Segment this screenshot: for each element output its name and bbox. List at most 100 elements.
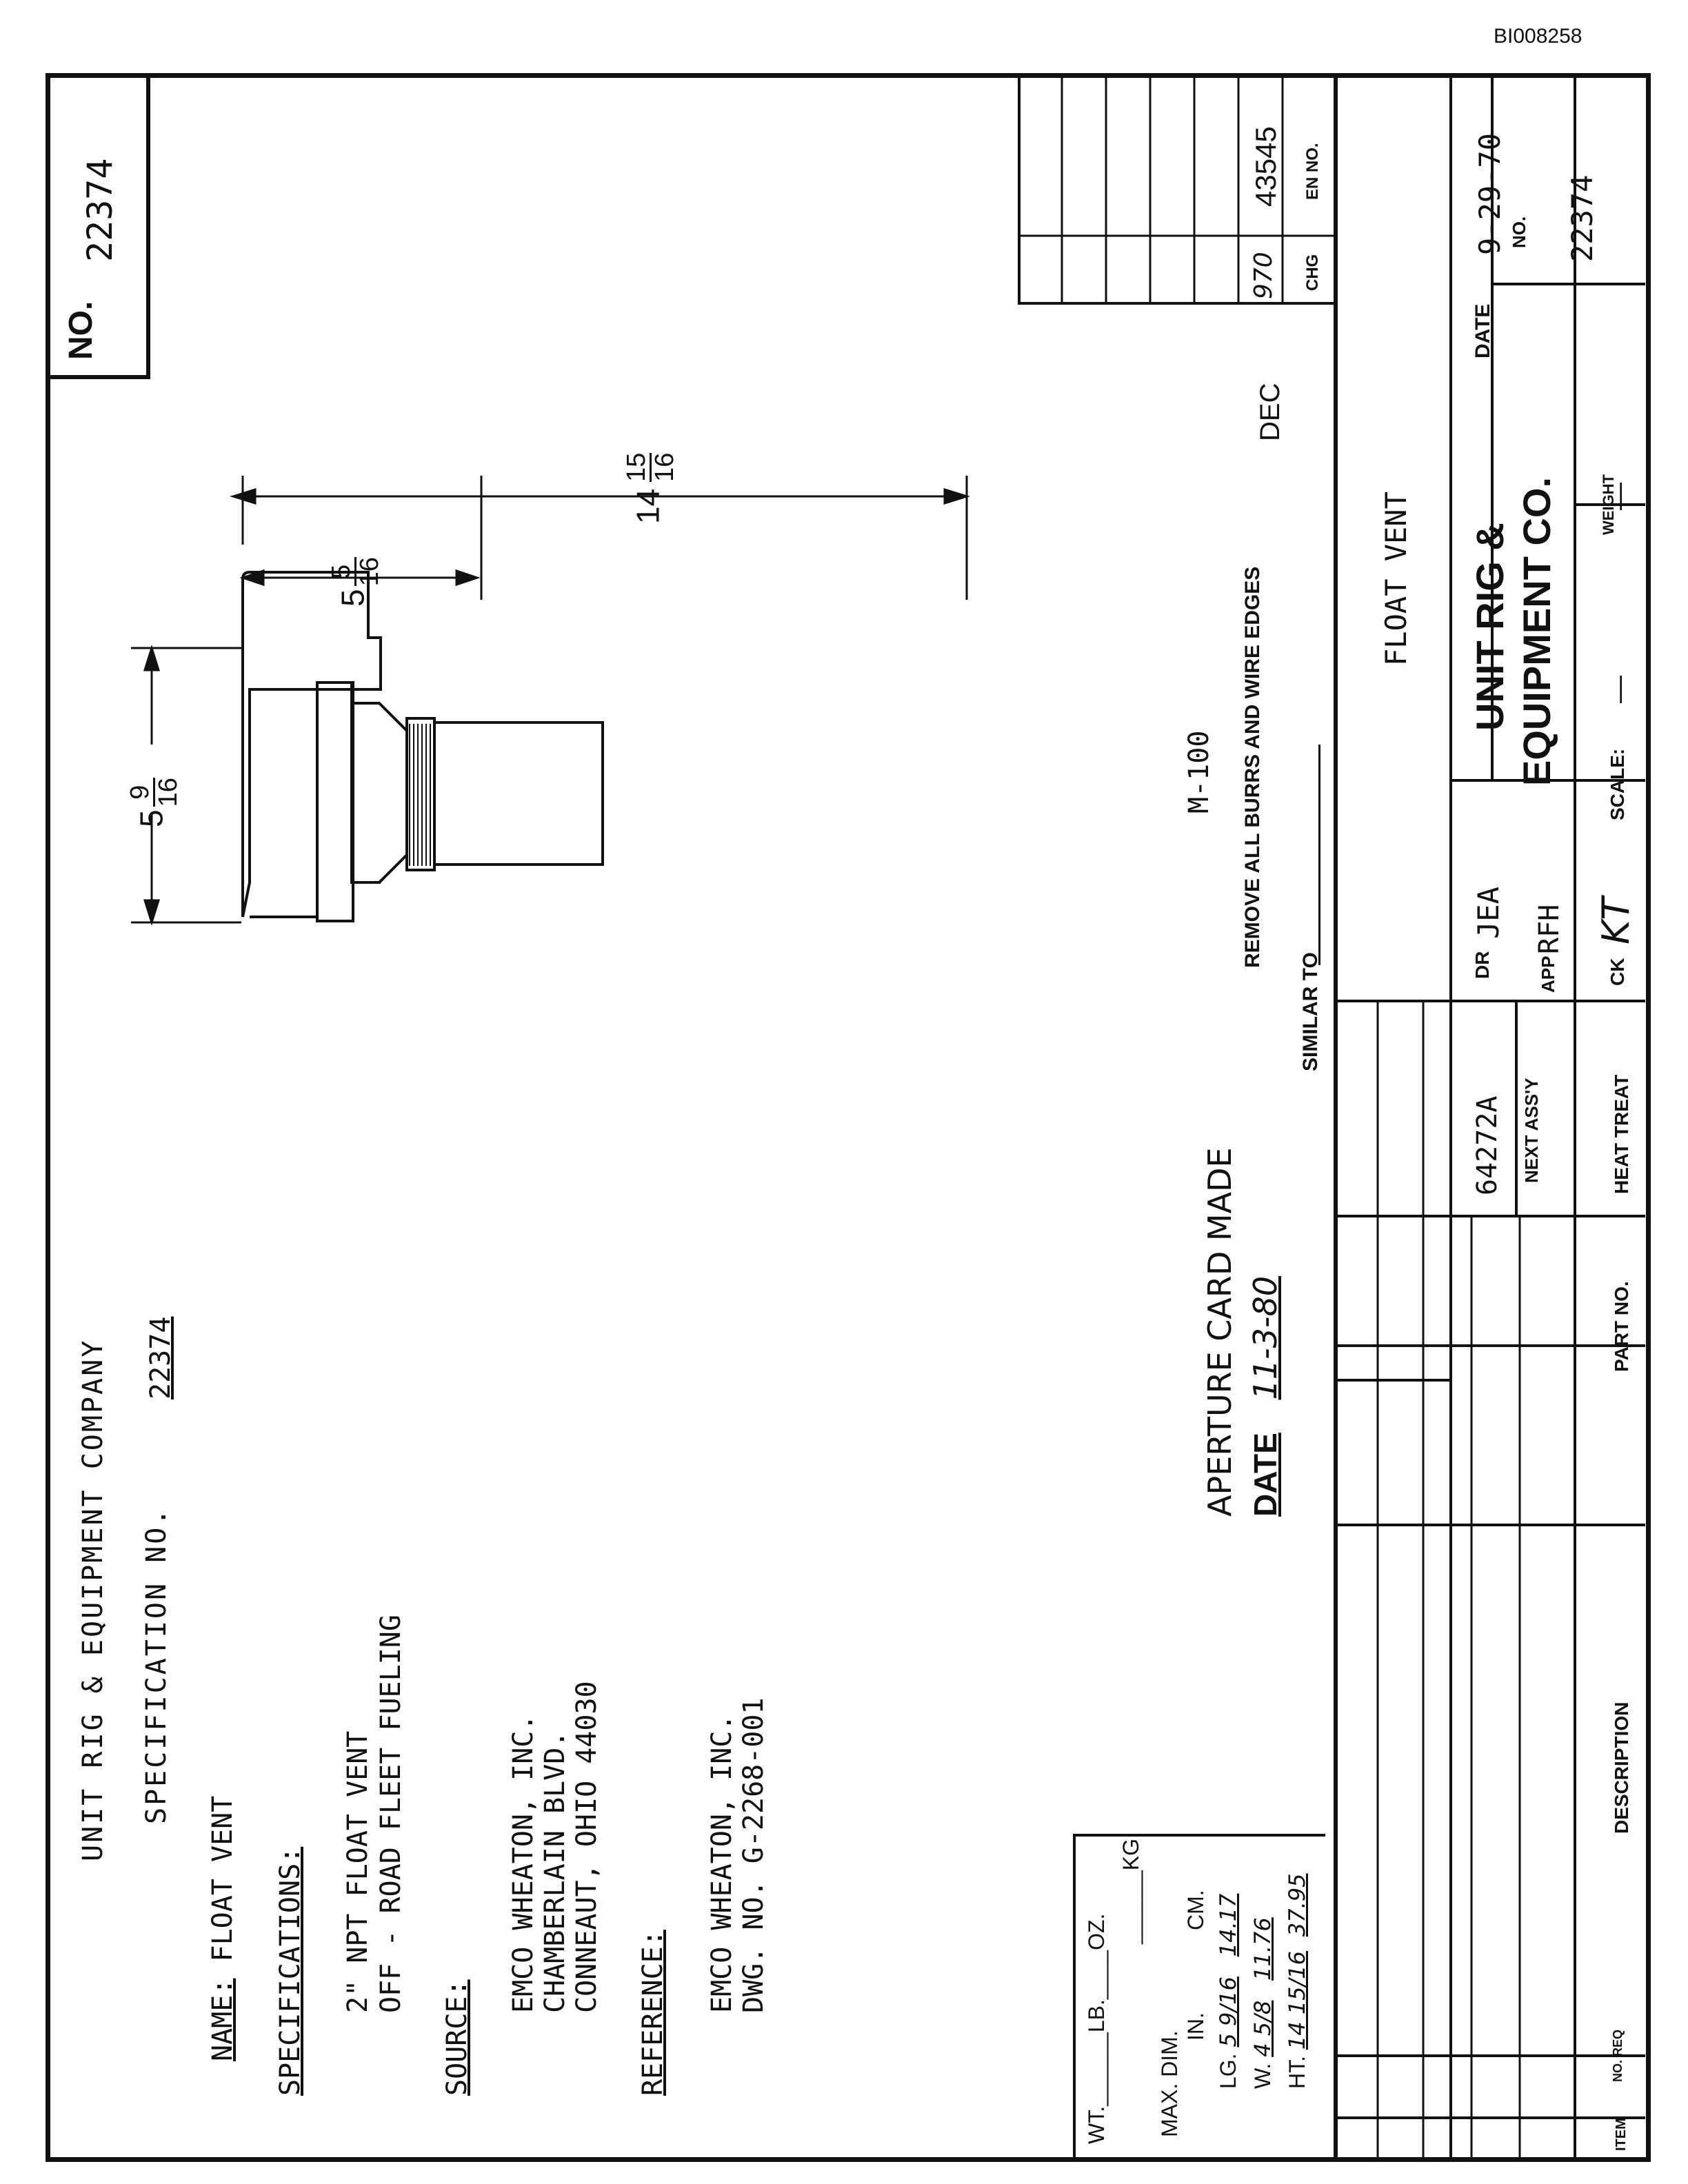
revision-en-label: EN NO. (1303, 143, 1322, 200)
dimension-lines (229, 476, 971, 600)
dim-row-label: LG. (1216, 2053, 1240, 2089)
company-name: UNIT RIG & EQUIPMENT COMPANY (77, 1338, 109, 1861)
app-label: APP (1538, 956, 1558, 993)
similar-to-line (1318, 745, 1320, 965)
reference-label: REFERENCE: (637, 1930, 669, 2096)
spec-line-2: OFF - ROAD FLEET FUELING (375, 1615, 407, 2013)
dim-head-num: 5 (327, 564, 356, 579)
title-block-company-2: EQUIPMENT CO. (1515, 476, 1558, 786)
drawing-frame (46, 73, 1651, 2162)
description-label: DESCRIPTION (1611, 1701, 1632, 1834)
revision-grid (1018, 77, 1336, 305)
dim-row-label: W. (1250, 2063, 1275, 2089)
similar-to-label: SIMILAR TO (1299, 952, 1322, 1071)
revision-chg: 970 (1249, 252, 1278, 299)
in-label: IN. (1183, 2012, 1208, 2041)
spec-line-1: 2" NPT FLOAT VENT (342, 1730, 374, 2013)
aperture-date-label: DATE (1247, 1433, 1283, 1517)
next-assy-label: NEXT ASS'Y (1521, 1078, 1542, 1183)
aperture-date-value: 11-3-80 (1247, 1275, 1284, 1400)
title-date-value: 9-29-70 (1473, 132, 1507, 255)
dim-row-w: W. 4 5/8 11.76 (1249, 1917, 1276, 2089)
spec-label: SPECIFICATION NO. (141, 1506, 172, 1824)
title-block-company-1: UNIT RIG & (1468, 523, 1511, 731)
spec-number: 22374 (145, 1316, 177, 1399)
name-field: NAME: FLOAT VENT (207, 1796, 239, 2061)
title-no-value: 22374 (1565, 174, 1599, 262)
burrs-note: REMOVE ALL BURRS AND WIRE EDGES (1241, 566, 1264, 968)
title-no-label: NO. (1509, 216, 1529, 248)
dim-row-cm: 14.17 (1215, 1893, 1241, 1957)
heat-treat-label: HEAT TREAT (1611, 1074, 1632, 1194)
dim-row-in: 5 9/16 (1215, 1976, 1241, 2048)
flange (316, 681, 354, 922)
name-label: NAME: (207, 1978, 239, 2061)
dim-height-whole: 5 (133, 809, 170, 827)
dim-row-in: 14 15/16 (1284, 1951, 1310, 2050)
dim-row-lg: LG. 5 9/16 14.17 (1215, 1894, 1241, 2089)
height-dimension (131, 644, 241, 927)
dim-row-label: HT. (1285, 2056, 1309, 2089)
revision-block (1018, 77, 1336, 305)
part-drawing (241, 571, 604, 922)
revision-en: 43545 (1249, 126, 1282, 207)
scale-value: — (1604, 676, 1634, 703)
revision-chg-label: CHG (1303, 254, 1322, 291)
number-box (48, 76, 150, 379)
aperture-stamp: APERTURE CARD MADE (1201, 1147, 1238, 1517)
kg-label: KG. (1118, 1832, 1143, 1871)
title-date-label: DATE (1471, 303, 1494, 358)
ck-value: KT (1594, 897, 1638, 944)
number-box-value: 22374 (80, 158, 120, 262)
app-value: RFH (1534, 904, 1565, 954)
stem (433, 721, 604, 866)
title-block-title: FLOAT VENT (1379, 492, 1413, 666)
dim-height-num: 9 (125, 785, 154, 800)
part-no-label: PART NO. (1611, 1281, 1632, 1372)
dec-note: DEC (1255, 383, 1285, 441)
title-block-grid (1334, 77, 1645, 2158)
title-block (1334, 77, 1645, 2158)
dim-head-den: 16 (354, 557, 384, 587)
dim-length-whole: 14 (630, 488, 666, 524)
kg-line: ______KG. (1118, 1832, 1143, 1944)
lb-label: LB. (1084, 1999, 1109, 2033)
source-label: SOURCE: (441, 1979, 473, 2096)
source-line-3: CONNEAUT, OHIO 44030 (571, 1681, 603, 2013)
dr-value: JEA (1471, 887, 1505, 939)
dim-length-num: 15 (622, 452, 651, 482)
aperture-date: DATE 11-3-80 (1247, 1276, 1284, 1517)
dim-head-whole: 5 (334, 589, 371, 607)
specifications-label: SPECIFICATIONS: (274, 1846, 306, 2096)
weight-box (1073, 1834, 1325, 2162)
source-line-1: EMCO WHEATON, INC. (508, 1714, 539, 2013)
reference-line-2: DWG. NO. G-2268-001 (738, 1697, 770, 2013)
model-number: M-100 (1183, 730, 1215, 813)
weight-line: WT.______LB.____OZ. (1084, 1913, 1109, 2144)
scale-label: SCALE: (1607, 748, 1628, 820)
dim-row-cm: 37.95 (1284, 1873, 1310, 1937)
next-assy-value: 64272A (1471, 1095, 1503, 1196)
ck-label: CK (1607, 958, 1628, 986)
cm-label: CM. (1183, 1890, 1208, 1930)
name-value: FLOAT VENT (207, 1795, 239, 1962)
number-box-label: NO. (63, 301, 99, 360)
item-label: ITEM (1614, 2118, 1629, 2151)
weight-value: — (1604, 483, 1634, 510)
max-dim-label: MAX. DIM. (1157, 2030, 1182, 2137)
dr-label: DR (1471, 951, 1493, 979)
wt-label: WT. (1084, 2105, 1109, 2144)
oz-label: OZ. (1084, 1913, 1109, 1950)
dim-row-in: 4 5/8 (1249, 2000, 1276, 2057)
dim-row-cm: 11.76 (1249, 1917, 1276, 1981)
reference-line-1: EMCO WHEATON, INC. (706, 1714, 738, 2013)
dim-row-ht: HT. 14 15/16 37.95 (1284, 1874, 1310, 2090)
dim-length-den: 16 (650, 452, 679, 482)
source-line-2: CHAMBERLAIN BLVD. (539, 1730, 571, 2013)
sheet-id: BI008258 (1494, 25, 1582, 48)
no-req-label: NO. REQ (1611, 2029, 1625, 2082)
dim-height-den: 16 (153, 778, 183, 807)
